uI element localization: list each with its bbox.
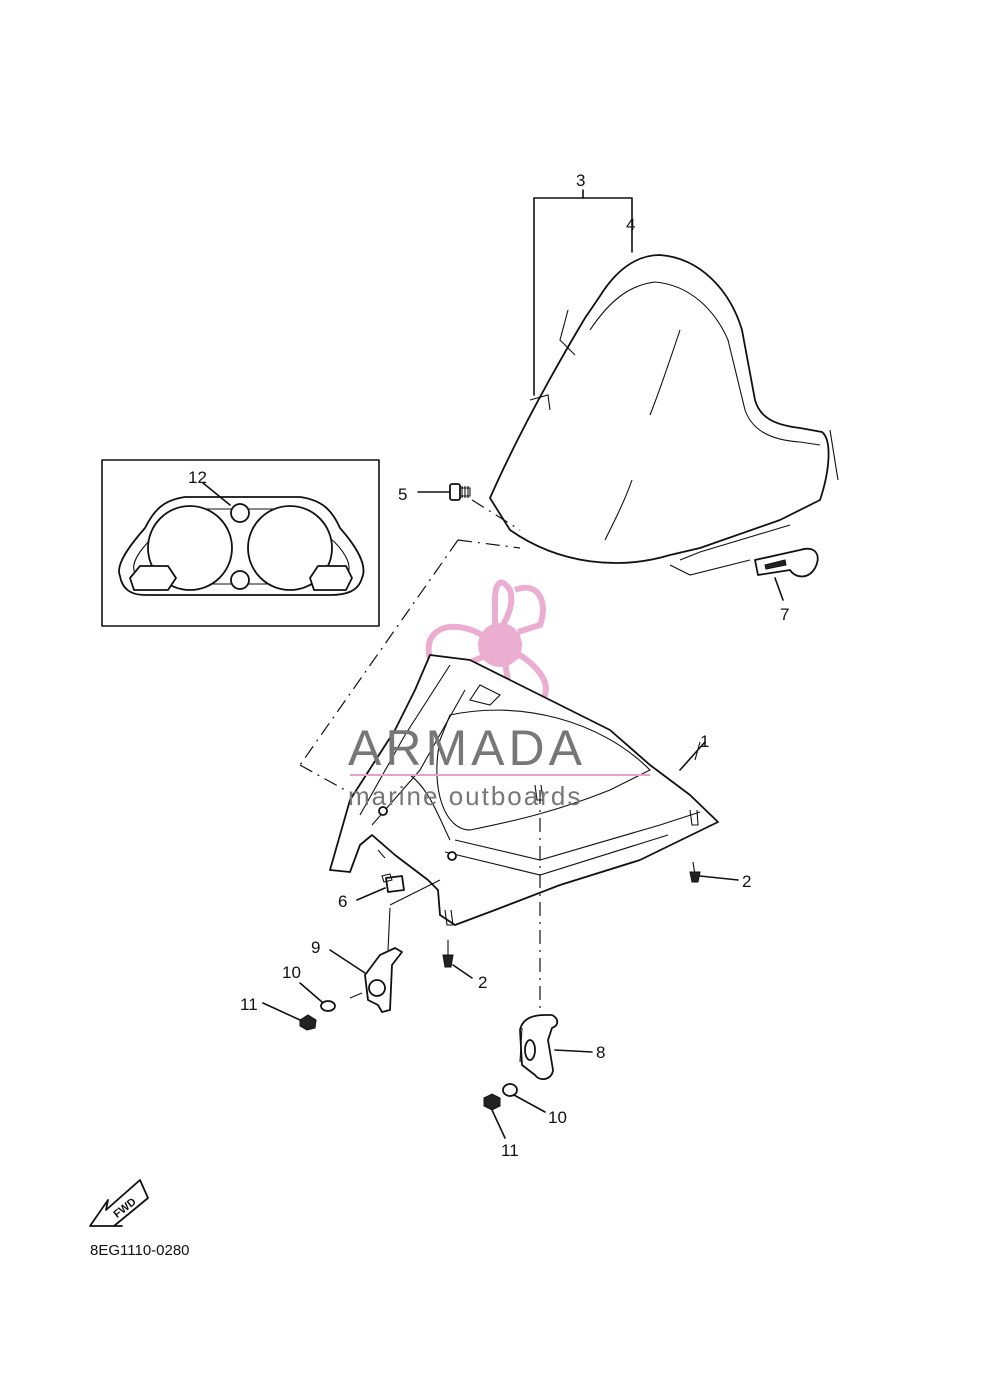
- drawing-code: 8EG1110-0280: [90, 1242, 190, 1259]
- callout-9: 9: [311, 938, 320, 957]
- inset-box: [101, 459, 380, 627]
- callout-1: 1: [700, 732, 709, 751]
- washer-nut-right: [483, 1083, 546, 1139]
- callout-6: 6: [338, 892, 347, 911]
- watermark-tagline: marine outboards: [348, 781, 582, 811]
- watermark-brand: ARMADA: [348, 720, 586, 776]
- callout-8: 8: [596, 1043, 605, 1062]
- grommet-6: [356, 849, 441, 906]
- callout-3: 3: [576, 171, 585, 190]
- washer-nut-left: [262, 982, 336, 1031]
- callout-10-left: 10: [282, 963, 301, 982]
- fwd-arrow: FWD: [89, 1179, 149, 1227]
- callout-11-left: 11: [240, 995, 258, 1014]
- callout-5: 5: [398, 485, 407, 504]
- callout-11-right: 11: [501, 1141, 519, 1160]
- callout-leaders-top: [533, 189, 633, 396]
- callout-2-right: 2: [742, 872, 751, 891]
- callout-10-right: 10: [548, 1108, 567, 1127]
- screw-2-right: [689, 861, 739, 883]
- screw-5: [417, 483, 521, 531]
- windshield: [489, 254, 839, 576]
- callout-2-lower: 2: [478, 973, 487, 992]
- callout-7: 7: [780, 605, 789, 624]
- knob-7: [754, 547, 819, 601]
- bracket-9: [329, 907, 403, 1013]
- bracket-8: [519, 790, 593, 1081]
- screw-2-lower: [442, 940, 473, 979]
- callout-12: 12: [188, 468, 207, 487]
- callout-4: 4: [626, 215, 635, 234]
- leader-1: [679, 741, 706, 771]
- lower-cowling: [329, 654, 719, 926]
- inset-leaders: [299, 539, 521, 791]
